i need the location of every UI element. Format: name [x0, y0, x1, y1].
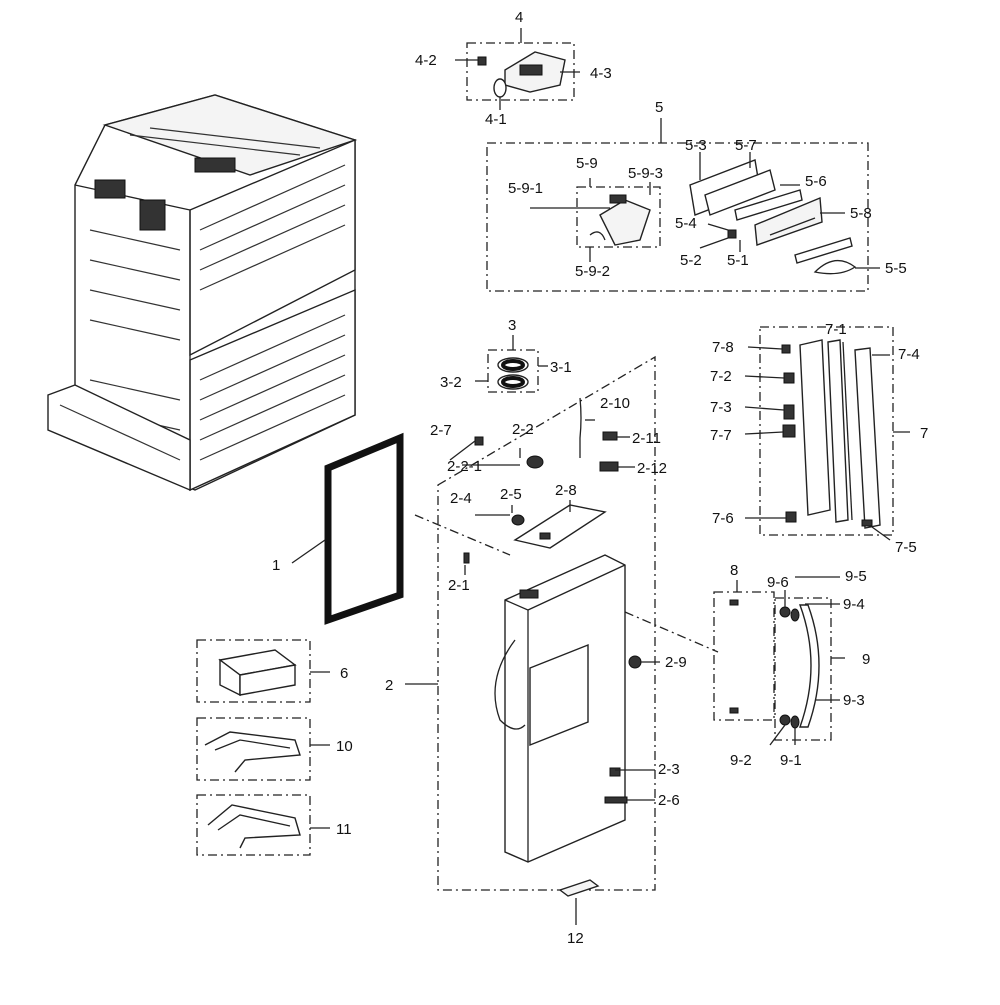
part-9-3-handle	[779, 604, 820, 729]
label-9-4: 9-4	[843, 596, 865, 613]
label-2-1: 2-1	[448, 577, 470, 594]
label-6: 6	[340, 665, 348, 682]
label-3-1: 3-1	[550, 359, 572, 376]
part-2-6	[604, 796, 628, 804]
label-7-3: 7-3	[710, 399, 732, 416]
part-10-bracket	[204, 731, 301, 773]
label-4: 4	[515, 9, 523, 26]
part-2-1	[463, 552, 470, 564]
label-2-8: 2-8	[555, 482, 577, 499]
label-2-12: 2-12	[637, 460, 667, 477]
group-6-box	[196, 639, 311, 703]
label-2-2: 2-2	[512, 421, 534, 438]
part-5-9-assembly	[589, 194, 651, 246]
label-1: 1	[272, 557, 280, 574]
label-9-1: 9-1	[780, 752, 802, 769]
refrigerator-cabinet	[47, 94, 358, 492]
part-4-3-module	[477, 51, 566, 98]
label-9-5: 9-5	[845, 568, 867, 585]
label-5-9: 5-9	[576, 155, 598, 172]
label-5: 5	[655, 99, 663, 116]
label-2-7: 2-7	[430, 422, 452, 439]
label-2-2-1: 2-2-1	[447, 458, 482, 475]
label-4-3: 4-3	[590, 65, 612, 82]
label-9-3: 9-3	[843, 692, 865, 709]
label-5-7: 5-7	[735, 137, 757, 154]
label-7-2: 7-2	[710, 368, 732, 385]
label-5-2: 5-2	[680, 252, 702, 269]
label-4-2: 4-2	[415, 52, 437, 69]
part-8-panel	[713, 591, 775, 721]
label-9-6: 9-6	[767, 574, 789, 591]
label-2-11: 2-11	[632, 430, 661, 447]
label-2-4: 2-4	[450, 490, 472, 507]
part-12-filter	[558, 879, 600, 897]
part-2-10-wire	[579, 397, 582, 458]
label-5-3: 5-3	[685, 137, 707, 154]
label-3-2: 3-2	[440, 374, 462, 391]
label-5-8: 5-8	[850, 205, 872, 222]
label-7-7: 7-7	[710, 427, 732, 444]
group-7-box	[759, 326, 894, 536]
group-5-9-box	[576, 186, 661, 248]
label-5-9-2: 5-9-2	[575, 263, 610, 280]
label-5-4: 5-4	[675, 215, 697, 232]
label-5-5: 5-5	[885, 260, 907, 277]
label-2-5: 2-5	[500, 486, 522, 503]
label-10: 10	[336, 738, 353, 755]
label-11: 11	[336, 821, 352, 838]
group-5-box	[486, 142, 869, 292]
part-5-3-5-7-panels	[689, 159, 857, 275]
part-2-9	[628, 655, 642, 669]
label-4-1: 4-1	[485, 111, 507, 128]
label-2-10: 2-10	[600, 395, 630, 412]
group-2-box	[437, 355, 656, 891]
label-7-8: 7-8	[712, 339, 734, 356]
part-2-8-bracket	[511, 504, 607, 549]
label-2-6: 2-6	[658, 792, 680, 809]
label-7-5: 7-5	[895, 539, 917, 556]
label-8: 8	[730, 562, 738, 579]
group-10-box	[196, 717, 311, 781]
part-2-12	[599, 461, 619, 472]
group-11-box	[196, 794, 311, 856]
label-7-4: 7-4	[898, 346, 920, 363]
part-2-3	[609, 767, 621, 777]
label-5-6: 5-6	[805, 173, 827, 190]
label-12: 12	[567, 930, 584, 947]
label-5-1: 5-1	[727, 252, 749, 269]
part-11-bracket	[207, 804, 301, 849]
part-2-7	[474, 436, 484, 446]
label-7-1: 7-1	[825, 321, 847, 338]
part-1-door-gasket	[324, 432, 404, 625]
part-2-11	[602, 431, 618, 441]
label-2-9: 2-9	[665, 654, 687, 671]
label-5-9-3: 5-9-3	[628, 165, 663, 182]
group-9-box	[774, 597, 832, 741]
label-9: 9	[862, 651, 870, 668]
label-7: 7	[920, 425, 928, 442]
part-2-door	[494, 554, 626, 863]
part-6-bin	[218, 649, 297, 697]
part-7-1-trim	[781, 339, 881, 529]
label-3: 3	[508, 317, 516, 334]
part-2-2	[526, 455, 544, 469]
label-7-6: 7-6	[712, 510, 734, 527]
label-9-2: 9-2	[730, 752, 752, 769]
label-2-3: 2-3	[658, 761, 680, 778]
label-5-9-1: 5-9-1	[508, 180, 543, 197]
label-2: 2	[385, 677, 393, 694]
